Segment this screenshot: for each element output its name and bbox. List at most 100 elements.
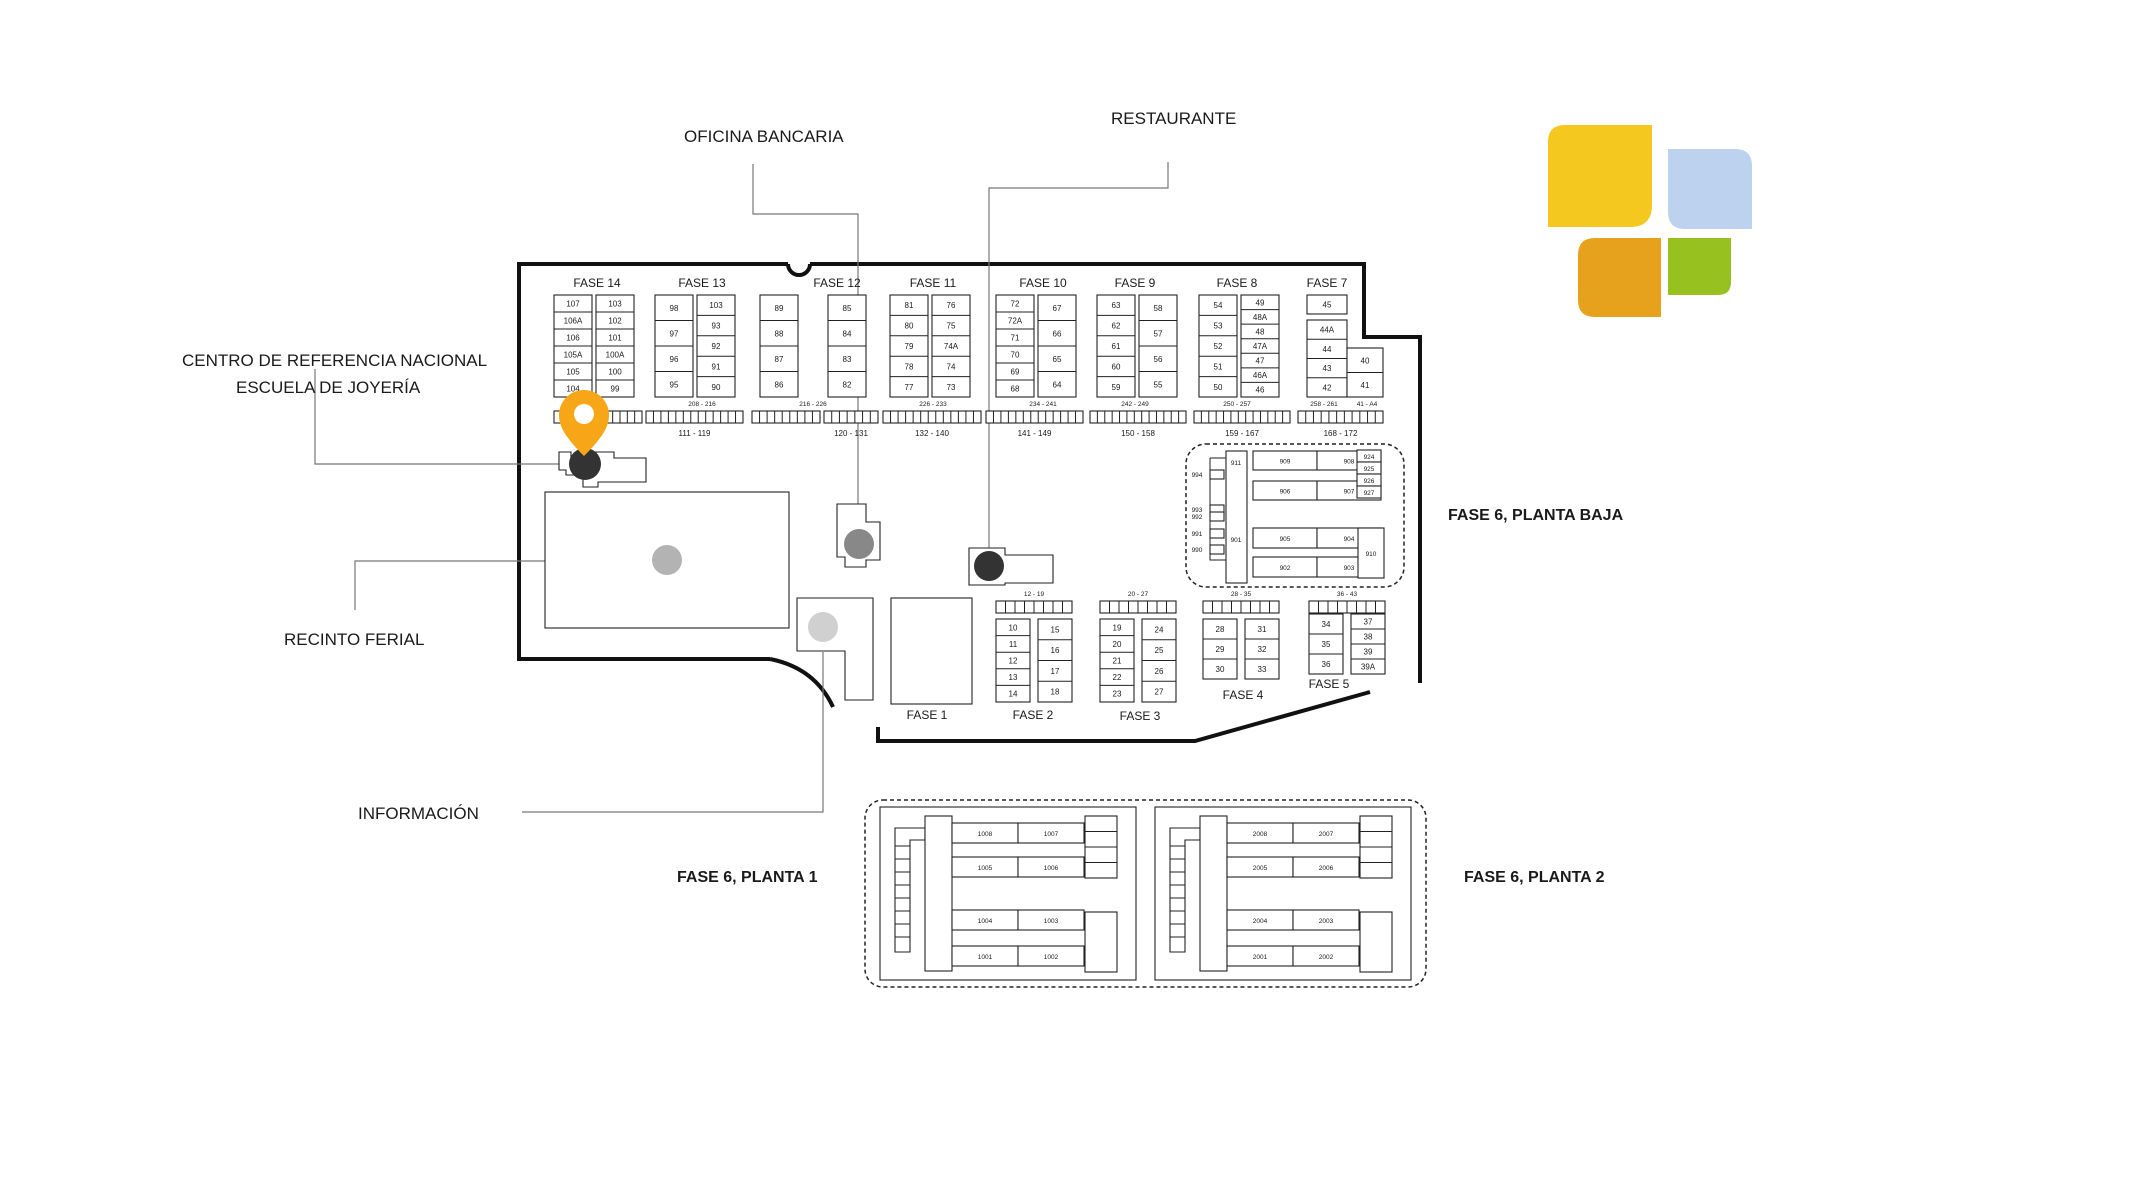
lots-layer: 107106A106105A105104103102101100A1009998… [553, 294, 1386, 703]
lot-number-81: 81 [905, 301, 914, 310]
lot-column-outline [696, 294, 736, 398]
lot-number-89: 89 [775, 304, 784, 313]
parking-strip-outline [882, 410, 982, 424]
lot-number-2002: 2002 [1319, 954, 1334, 961]
lot-outline [1199, 815, 1228, 972]
parking-strip [1202, 600, 1280, 614]
parking-strip: 111 - 119 [645, 410, 744, 438]
parking-range-label: 216 - 226 [799, 401, 827, 408]
lot-number-904: 904 [1344, 536, 1355, 543]
lot-number-1008: 1008 [978, 831, 993, 838]
stair-block [1209, 457, 1226, 561]
lot-outline [1357, 527, 1385, 579]
lot-outline [924, 815, 953, 972]
parking-strip-outline [985, 410, 1084, 424]
logo-tile-yellow [1548, 125, 1652, 227]
lot-number-43: 43 [1323, 364, 1332, 373]
bank-marker-dot[interactable] [844, 529, 874, 559]
lot-number-22: 22 [1113, 673, 1122, 682]
lot-number-83: 83 [843, 355, 852, 364]
lot-number-39A: 39A [1361, 663, 1376, 672]
lot-number-57: 57 [1154, 329, 1163, 338]
parking-strip-outline [645, 410, 744, 424]
lot-column-outline [1099, 618, 1135, 703]
markers-layer [559, 390, 1004, 642]
lot-number-45: 45 [1323, 301, 1332, 310]
lot-number-1002: 1002 [1044, 954, 1059, 961]
phase-label-fase9: FASE 9 [1115, 276, 1156, 290]
lot-number-40: 40 [1361, 356, 1370, 365]
lot-number-18: 18 [1051, 688, 1060, 697]
parking-range-label: 41 - A4 [1357, 401, 1378, 408]
parking-strip-outline [1089, 410, 1187, 424]
lot-number-93: 93 [712, 322, 721, 331]
lot-number-2005: 2005 [1253, 865, 1268, 872]
fase6-planta-baja-outline [1185, 443, 1405, 588]
lot-number-98: 98 [670, 304, 679, 313]
lot-number-66: 66 [1053, 329, 1062, 338]
parking-strip: 132 - 140 [882, 410, 982, 438]
lot-number-84: 84 [843, 329, 852, 338]
lot-number-95: 95 [670, 380, 679, 389]
parking-strip: 141 - 149 [985, 410, 1084, 438]
lot-outline [1359, 911, 1393, 973]
lot-number-44A: 44A [1320, 326, 1335, 335]
lot-number-23: 23 [1113, 690, 1122, 699]
lot-number-42: 42 [1323, 383, 1332, 392]
restaurant-marker-dot[interactable] [974, 551, 1004, 581]
lot-number-994: 994 [1192, 472, 1203, 479]
lot-number-74: 74 [947, 362, 956, 371]
lot-number-31: 31 [1258, 625, 1267, 634]
phase-label-fase14: FASE 14 [573, 276, 621, 290]
lot-number-924: 924 [1364, 454, 1375, 461]
lot-number-33: 33 [1258, 665, 1267, 674]
lot-number-35: 35 [1322, 640, 1331, 649]
lot-number-49: 49 [1256, 298, 1265, 307]
lot-number-46: 46 [1256, 386, 1265, 395]
lot-outline [1292, 945, 1360, 967]
lot-number-44: 44 [1323, 345, 1332, 354]
lot-number-100A: 100A [606, 351, 625, 360]
lot-number-59: 59 [1112, 383, 1121, 392]
recinto-ferial-marker-dot[interactable] [652, 545, 682, 575]
lot-number-52: 52 [1214, 342, 1223, 351]
lot-number-2007: 2007 [1319, 831, 1334, 838]
lot-column-outline [1306, 294, 1348, 315]
lot-number-60: 60 [1112, 362, 1121, 371]
lot-outline [1356, 485, 1382, 499]
lot-number-14: 14 [1009, 690, 1018, 699]
lot-outline [1017, 856, 1085, 878]
parking-range-label: 242 - 249 [1121, 401, 1149, 408]
parking-range-label: 258 - 261 [1310, 401, 1338, 408]
parking-strip [995, 600, 1073, 614]
parking-range-label: 234 - 241 [1029, 401, 1057, 408]
lot-outline [1209, 544, 1225, 555]
lot-number-91: 91 [712, 362, 721, 371]
parking-strip-outline [1193, 410, 1291, 424]
info-marker-dot[interactable] [808, 612, 838, 642]
lot-number-75: 75 [947, 322, 956, 331]
parking-strip-outline [1297, 410, 1384, 424]
lot-column-outline [1198, 294, 1238, 398]
lot-number-1001: 1001 [978, 954, 993, 961]
parking-range-label: 168 - 172 [1324, 429, 1358, 438]
lot-number-78: 78 [905, 362, 914, 371]
lot-number-104: 104 [566, 385, 580, 394]
parking-strip [1099, 600, 1177, 614]
parking-strip [1308, 600, 1386, 614]
lot-number-926: 926 [1364, 478, 1375, 485]
lot-number-92: 92 [712, 342, 721, 351]
parking-range-label: 12 - 19 [1024, 591, 1045, 598]
lot-number-26: 26 [1155, 667, 1164, 676]
facility-blocks [544, 451, 1054, 705]
centro-marker-dot[interactable] [569, 448, 601, 480]
lot-number-58: 58 [1154, 304, 1163, 313]
lot-number-2006: 2006 [1319, 865, 1334, 872]
